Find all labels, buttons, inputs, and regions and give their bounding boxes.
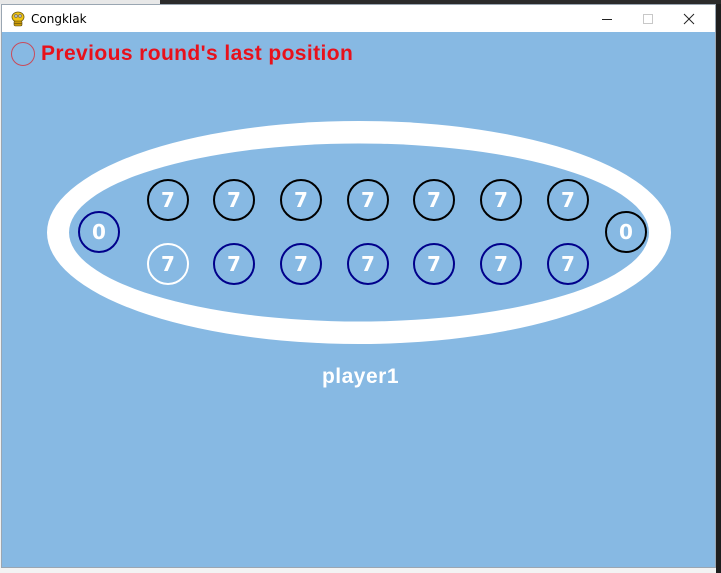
seed-count: 7	[161, 188, 175, 212]
seed-count: 0	[92, 220, 106, 244]
hole-bottom-2[interactable]: 7	[213, 243, 255, 285]
seed-count: 7	[494, 252, 508, 276]
seed-count: 7	[561, 252, 575, 276]
hole-top-1[interactable]: 7	[147, 179, 189, 221]
close-icon	[683, 13, 695, 24]
seed-count: 7	[427, 188, 441, 212]
minimize-icon	[602, 18, 612, 20]
pygame-snake-icon	[11, 11, 25, 26]
legend-label: Previous round's last position	[41, 42, 354, 65]
seed-count: 7	[294, 188, 308, 212]
hole-top-7[interactable]: 7	[547, 179, 589, 221]
current-player-label: player1	[321, 365, 400, 388]
seed-count: 7	[361, 188, 375, 212]
game-window: Congklak Previous round's last position …	[1, 4, 716, 568]
desktop-background-strip	[0, 0, 721, 4]
hole-bottom-3[interactable]: 7	[280, 243, 322, 285]
close-button[interactable]	[669, 5, 709, 32]
hole-top-3[interactable]: 7	[280, 179, 322, 221]
minimize-button[interactable]	[587, 5, 627, 32]
seed-count: 7	[561, 188, 575, 212]
board-ring	[47, 121, 671, 344]
seed-count: 7	[227, 188, 241, 212]
store-right: 0	[605, 211, 647, 253]
game-canvas[interactable]: Previous round's last position 0 0 7 7 7…	[2, 32, 715, 567]
hole-top-5[interactable]: 7	[413, 179, 455, 221]
window-controls	[586, 5, 715, 32]
red-circle-outline-icon	[11, 42, 35, 66]
seed-count: 7	[361, 252, 375, 276]
maximize-button[interactable]	[628, 5, 668, 32]
hole-top-6[interactable]: 7	[480, 179, 522, 221]
hole-bottom-6[interactable]: 7	[480, 243, 522, 285]
seed-count: 7	[227, 252, 241, 276]
seed-count: 7	[494, 188, 508, 212]
hole-bottom-4[interactable]: 7	[347, 243, 389, 285]
hole-top-4[interactable]: 7	[347, 179, 389, 221]
title-bar[interactable]: Congklak	[2, 5, 715, 32]
seed-count: 0	[619, 220, 633, 244]
seed-count: 7	[161, 252, 175, 276]
window-shadow	[0, 568, 716, 573]
seed-count: 7	[294, 252, 308, 276]
seed-count: 7	[427, 252, 441, 276]
hole-bottom-7[interactable]: 7	[547, 243, 589, 285]
window-title: Congklak	[31, 11, 87, 26]
store-left: 0	[78, 211, 120, 253]
hole-top-2[interactable]: 7	[213, 179, 255, 221]
hole-bottom-5[interactable]: 7	[413, 243, 455, 285]
desktop-background-strip-light	[0, 0, 160, 4]
maximize-icon	[643, 13, 653, 24]
hole-bottom-1-last-position[interactable]: 7	[147, 243, 189, 285]
legend: Previous round's last position	[11, 42, 353, 66]
